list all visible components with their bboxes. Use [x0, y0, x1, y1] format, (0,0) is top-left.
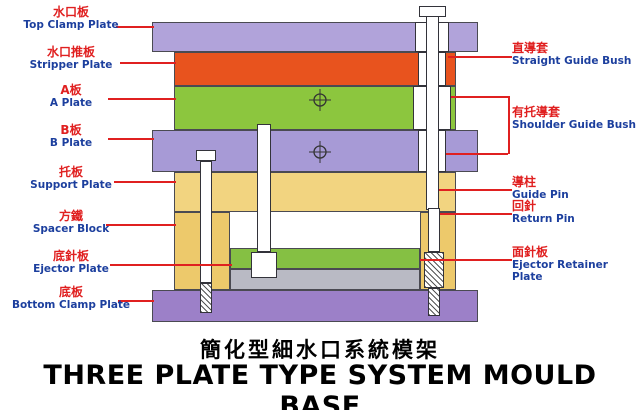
- ejector-plate-shape: [230, 269, 420, 290]
- stop-screw-shaft: [200, 161, 212, 283]
- label-en: Ejector Plate: [33, 263, 109, 275]
- label-en: Shoulder Guide Bush: [512, 119, 636, 131]
- label-zh: 面針板: [512, 245, 549, 259]
- center-mark-icon: [309, 89, 331, 111]
- label-a-plate: A板 A Plate: [0, 83, 142, 110]
- stripper-plate-shape: [174, 52, 456, 86]
- leader-line: [440, 213, 512, 215]
- label-en: Straight Guide Bush: [512, 55, 632, 67]
- leader-line: [108, 138, 154, 140]
- label-b-plate: B板 B Plate: [0, 123, 142, 150]
- leader-line: [108, 98, 176, 100]
- label-en: A Plate: [49, 97, 93, 109]
- leader-line: [120, 62, 176, 64]
- label-top-clamp-plate: 水口板 Top Clamp Plate: [0, 5, 142, 32]
- stop-screw-thread: [200, 283, 212, 313]
- leader-line: [446, 153, 508, 155]
- guide-pin-shaft: [426, 16, 439, 210]
- a-plate-shape: [174, 86, 456, 130]
- label-zh: 有托導套: [512, 105, 561, 119]
- label-zh: 底針板: [52, 249, 89, 263]
- return-pin-screw: [428, 288, 440, 316]
- label-zh: 回針: [512, 199, 537, 213]
- label-en: Bottom Clamp Plate: [11, 299, 131, 311]
- label-ejector-retainer-plate: 面針板 Ejector Retainer Plate: [512, 245, 638, 284]
- diagram-title-english: THREE PLATE TYPE SYSTEM MOULD BASE: [43, 360, 597, 410]
- label-zh: 底板: [58, 285, 83, 299]
- return-pin-shaft: [428, 208, 440, 252]
- label-shoulder-guide-bush: 有托導套 Shoulder Guide Bush: [512, 105, 638, 132]
- label-support-plate: 托板 Support Plate: [0, 165, 142, 192]
- label-spacer-block: 方鐵 Spacer Block: [0, 209, 142, 236]
- ejector-retainer-plate-shape: [230, 248, 420, 269]
- label-zh: 直導套: [512, 41, 549, 55]
- support-plate-shape: [174, 172, 456, 212]
- leader-line: [451, 96, 508, 98]
- return-pin-body: [424, 252, 444, 288]
- leader-line: [106, 224, 176, 226]
- leader-line: [448, 56, 512, 58]
- label-zh: B板: [60, 123, 82, 137]
- diagram-title-chinese: 簡化型細水口系統模架: [200, 338, 440, 362]
- label-zh: 水口推板: [46, 45, 95, 59]
- label-en: Return Pin: [512, 213, 575, 225]
- leader-line: [439, 189, 512, 191]
- leader-line: [110, 264, 232, 266]
- label-en: Stripper Plate: [29, 59, 113, 71]
- leader-line: [118, 300, 154, 302]
- leader-line: [114, 181, 176, 183]
- label-en: B Plate: [49, 137, 93, 149]
- label-zh: A板: [60, 83, 82, 97]
- stop-screw-head: [196, 150, 216, 161]
- leader-line: [116, 26, 154, 28]
- label-en: Ejector Retainer Plate: [512, 259, 608, 283]
- label-en: Guide Pin: [512, 189, 569, 201]
- label-stripper-plate: 水口推板 Stripper Plate: [0, 45, 142, 72]
- label-zh: 托板: [58, 165, 83, 179]
- label-straight-guide-bush: 直導套 Straight Guide Bush: [512, 41, 638, 68]
- label-zh: 導柱: [512, 175, 537, 189]
- label-return-pin: 回針 Return Pin: [512, 199, 638, 226]
- center-mark-icon: [309, 141, 331, 163]
- label-guide-pin: 導柱 Guide Pin: [512, 175, 638, 202]
- label-en: Top Clamp Plate: [23, 19, 119, 31]
- label-zh: 水口板: [52, 5, 89, 19]
- center-pin-shaft: [257, 124, 271, 252]
- label-en: Support Plate: [30, 179, 112, 191]
- label-ejector-plate: 底針板 Ejector Plate: [0, 249, 142, 276]
- leader-line: [508, 96, 510, 154]
- leader-line: [420, 259, 512, 261]
- center-pin-collar: [251, 252, 277, 278]
- label-bottom-clamp-plate: 底板 Bottom Clamp Plate: [0, 285, 142, 312]
- label-zh: 方鐵: [58, 209, 83, 223]
- label-en: Spacer Block: [32, 223, 110, 235]
